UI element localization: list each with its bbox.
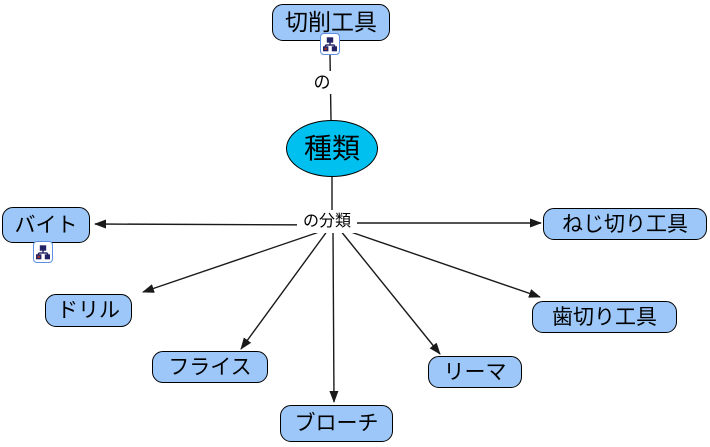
concept-node-furaisu[interactable]: フライス bbox=[152, 351, 268, 383]
concept-node-rima[interactable]: リーマ bbox=[428, 356, 522, 388]
link-line-to-furaisu bbox=[240, 229, 329, 350]
link-line-to-burochi bbox=[329, 229, 339, 403]
link-line-to-rima bbox=[339, 229, 441, 355]
link-label-no-bunrui[interactable]: の分類 bbox=[297, 210, 357, 233]
sitemap-glyph bbox=[36, 244, 50, 259]
concept-node-nejikiri-kogu[interactable]: ねじ切り工具 bbox=[543, 208, 707, 240]
concept-node-hakiri-kogu[interactable]: 歯切り工具 bbox=[532, 301, 677, 333]
sitemap-icon[interactable] bbox=[320, 33, 340, 55]
concept-node-types[interactable]: 種類 bbox=[286, 120, 378, 177]
sitemap-icon[interactable] bbox=[33, 241, 53, 263]
link-label-no[interactable]: の bbox=[309, 71, 335, 94]
concept-node-burochi[interactable]: ブローチ bbox=[280, 405, 393, 442]
sitemap-glyph bbox=[323, 36, 337, 51]
concept-node-doriru[interactable]: ドリル bbox=[45, 294, 132, 327]
link-line-to-baito bbox=[94, 219, 333, 229]
link-line-to-hakiri bbox=[344, 229, 541, 298]
concept-node-baito[interactable]: バイト bbox=[2, 207, 90, 243]
link-line-to-doriru bbox=[142, 229, 326, 293]
